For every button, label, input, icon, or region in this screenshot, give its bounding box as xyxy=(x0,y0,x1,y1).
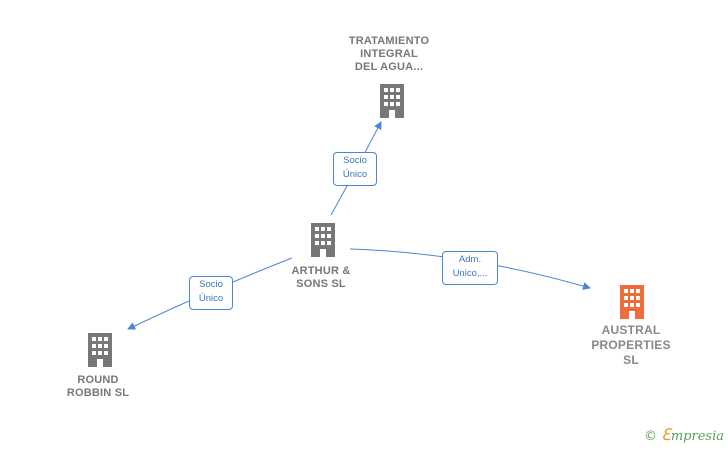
node-label-tratamiento[interactable]: TRATAMIENTO INTEGRAL DEL AGUA... xyxy=(329,35,449,74)
copyright-icon: © xyxy=(644,429,658,444)
building-icon-austral[interactable] xyxy=(617,285,647,319)
edge-label-line: Socio xyxy=(343,155,367,166)
building-icon-tratamiento[interactable] xyxy=(377,84,407,118)
brand-logo-text: mpresia xyxy=(670,429,724,444)
edge-label-line: Adm. xyxy=(458,254,482,265)
node-label-line: AUSTRAL xyxy=(601,323,661,337)
building-icon-arthur[interactable] xyxy=(308,223,338,257)
node-label-line: ROUND xyxy=(77,374,119,386)
node-label-line: INTEGRAL xyxy=(360,48,418,60)
edge-label-to-tratamiento[interactable]: Socio Único xyxy=(333,152,377,186)
building-icon-round[interactable] xyxy=(85,333,115,367)
node-label-line: SONS SL xyxy=(296,278,346,290)
node-label-line: ARTHUR & xyxy=(291,265,351,277)
brand-watermark: ©ℇmpresia xyxy=(644,425,724,444)
node-label-line: DEL AGUA... xyxy=(354,61,424,73)
brand-logo-initial: ℇ xyxy=(661,425,671,444)
edge-label-line: Único xyxy=(198,293,224,304)
node-label-arthur[interactable]: ARTHUR & SONS SL xyxy=(271,265,371,291)
node-label-line: SL xyxy=(623,353,639,367)
node-label-round[interactable]: ROUND ROBBIN SL xyxy=(48,374,148,400)
edge-label-to-round[interactable]: Socio Único xyxy=(189,276,233,310)
node-label-austral[interactable]: AUSTRAL PROPERTIES SL xyxy=(572,323,690,368)
node-label-line: PROPERTIES xyxy=(591,338,671,352)
node-label-line: ROBBIN SL xyxy=(66,387,130,399)
edge-label-line: Único xyxy=(342,169,368,180)
edge-label-line: Unico,... xyxy=(452,268,488,279)
edge-label-to-austral[interactable]: Adm. Unico,... xyxy=(442,251,498,285)
edge-label-line: Socio xyxy=(199,279,223,290)
node-label-line: TRATAMIENTO xyxy=(348,35,430,47)
